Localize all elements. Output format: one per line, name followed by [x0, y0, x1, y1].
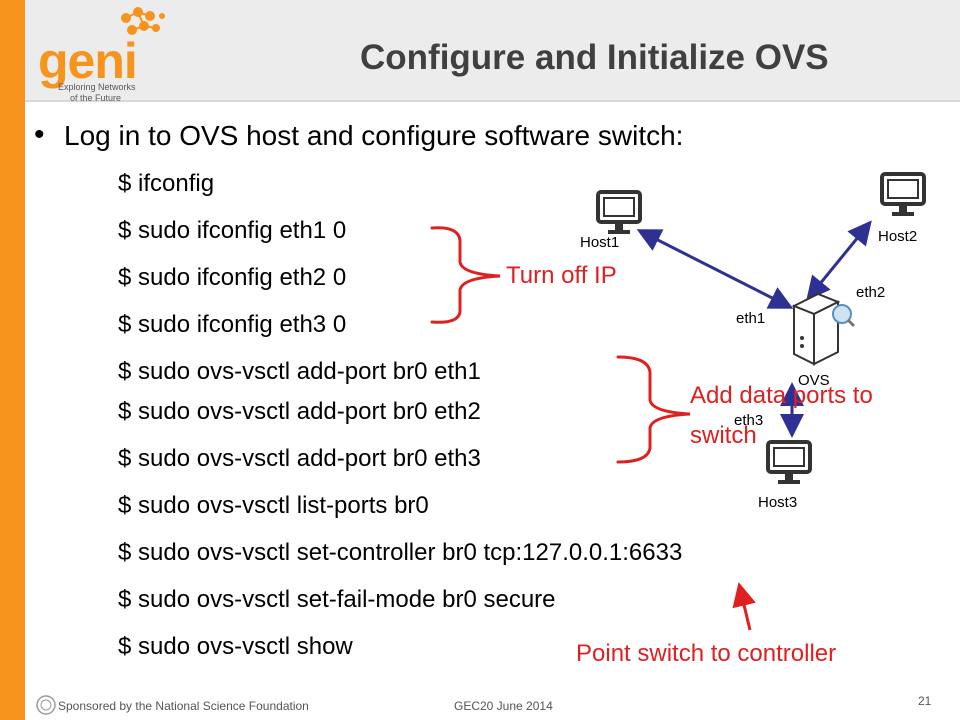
link-host2-ovs: [806, 220, 872, 301]
point-controller-annotation: Point switch to controller: [576, 640, 837, 667]
title-divider: [25, 100, 960, 102]
main-bullet-text: Log in to OVS host and configure softwar…: [64, 120, 684, 151]
add-ports-annotation-line2: switch: [690, 422, 757, 449]
eth2-label: eth2: [856, 284, 886, 301]
host3-monitor-icon: [766, 440, 812, 484]
command-line: $ sudo ovs-vsctl set-fail-mode br0 secur…: [118, 586, 556, 613]
ovs-server-icon: [791, 292, 856, 366]
bracket-add-ports: [616, 355, 691, 464]
command-line: $ sudo ovs-vsctl list-ports br0: [118, 492, 429, 519]
ovs-label: OVS: [798, 372, 830, 389]
command-line: $ sudo ifconfig eth2 0: [118, 264, 347, 291]
logo-wordmark: geni: [38, 33, 138, 89]
command-line: $ sudo ifconfig eth3 0: [118, 311, 347, 338]
link-host1-ovs: [636, 229, 794, 309]
bracket-turn-off-ip: [430, 226, 501, 324]
footer-sponsor: Sponsored by the National Science Founda…: [58, 699, 309, 713]
command-line: $ ifconfig: [118, 170, 215, 197]
eth3-label: eth3: [734, 412, 764, 429]
slide-title: Configure and Initialize OVS: [360, 38, 829, 77]
geni-logo: geni Exploring Networks of the Future: [38, 6, 178, 103]
left-accent-bar: [0, 0, 25, 720]
logo-dots-icon: [121, 7, 165, 35]
add-ports-annotation-line1: Add data ports to: [690, 382, 873, 409]
command-line: $ sudo ovs-vsctl add-port br0 eth2: [118, 398, 481, 425]
host1-label: Host1: [580, 234, 620, 251]
command-line: $ sudo ovs-vsctl add-port br0 eth3: [118, 445, 481, 472]
logo-tagline: Exploring Networks of the Future: [58, 82, 136, 103]
bullet-dot: •: [34, 118, 45, 151]
host2-label: Host2: [878, 228, 918, 245]
footer-event: GEC20 June 2014: [454, 699, 553, 713]
host2-monitor-icon: [880, 172, 926, 216]
command-line: $ sudo ovs-vsctl set-controller br0 tcp:…: [118, 539, 683, 566]
command-line: $ sudo ifconfig eth1 0: [118, 217, 347, 244]
controller-arrow: [732, 582, 756, 631]
eth1-label: eth1: [736, 310, 766, 327]
command-line: $ sudo ovs-vsctl add-port br0 eth1: [118, 358, 481, 385]
page-number: 21: [918, 694, 932, 708]
title-band: [25, 0, 960, 100]
host3-label: Host3: [758, 494, 798, 511]
command-line: $ sudo ovs-vsctl show: [118, 633, 353, 660]
turn-off-ip-annotation: Turn off IP: [506, 262, 617, 289]
host1-monitor-icon: [596, 190, 642, 234]
